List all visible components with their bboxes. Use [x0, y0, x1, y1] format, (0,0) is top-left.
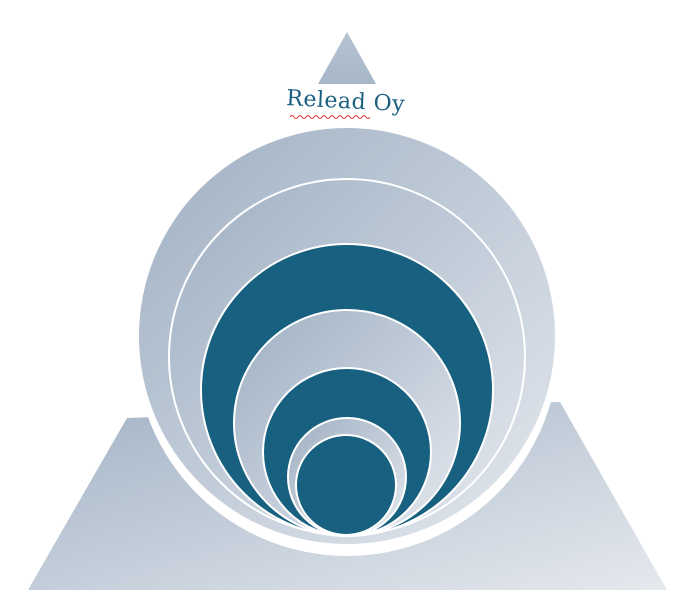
core-dark	[295, 434, 397, 536]
spellcheck-underline-icon	[290, 115, 370, 119]
top-triangle	[318, 32, 376, 84]
logo-text: Relead Oy	[285, 86, 406, 118]
